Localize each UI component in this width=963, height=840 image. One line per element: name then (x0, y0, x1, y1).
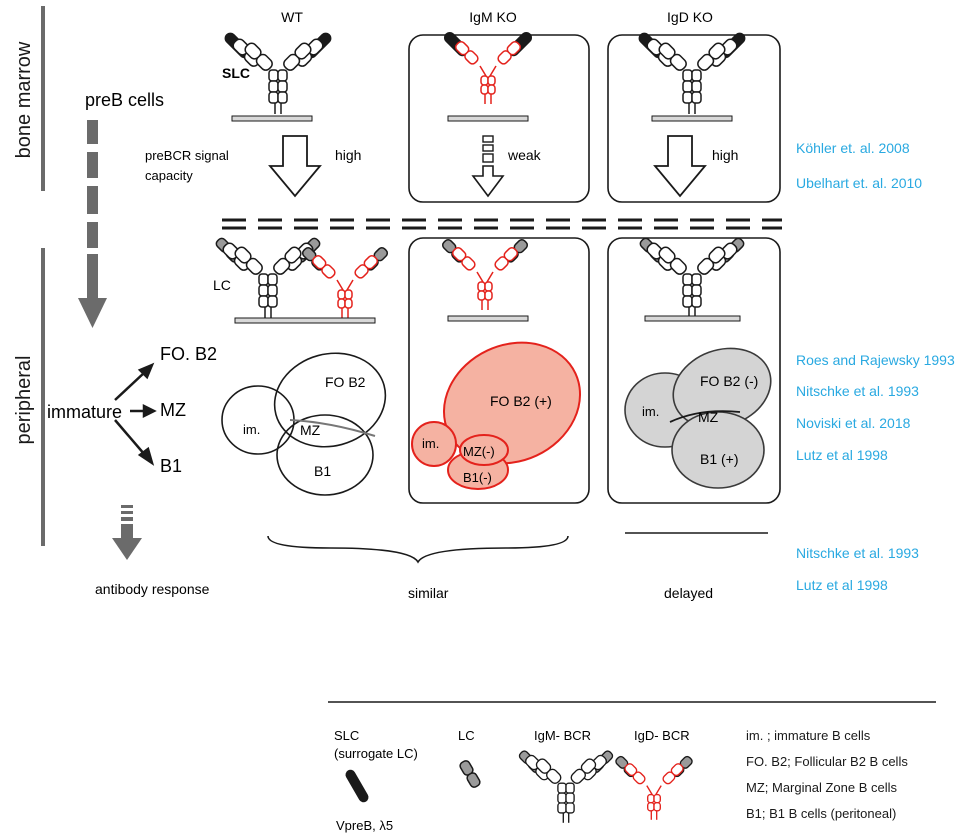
ref-nitschke-1: Nitschke et al. 1993 (796, 383, 919, 399)
igd-fo-label: FO B2 (-) (700, 373, 758, 389)
igm-mz-label: MZ(-) (463, 444, 495, 459)
ref-lutz-1: Lutz et al 1998 (796, 447, 888, 463)
bone-marrow-label: bone marrow (13, 41, 35, 158)
ref-nitschke-2: Nitschke et al. 1993 (796, 545, 919, 561)
wt-mz-label: MZ (300, 422, 321, 438)
ref-lutz-2: Lutz et al 1998 (796, 577, 888, 593)
bone-marrow-bar (41, 6, 45, 191)
preb-cells-label: preB cells (85, 90, 164, 110)
legend-slc-icon (345, 769, 369, 803)
igd-ko-peripheral-membrane (644, 315, 741, 322)
column-header-igd-ko: IgD KO (667, 9, 713, 25)
igm-im-label: im. (422, 436, 439, 451)
lc-label: LC (213, 277, 231, 293)
igm-b1-label: B1(-) (463, 470, 492, 485)
igd-ko-venn (624, 347, 772, 489)
wt-venn (221, 352, 387, 496)
mz-label: MZ (160, 400, 186, 420)
differentiation-arrow (78, 120, 107, 328)
immature-label: immature (47, 402, 122, 422)
wt-signal-arrow (269, 135, 321, 197)
slc-label: SLC (222, 65, 250, 81)
wt-fo-ellipse (273, 352, 387, 448)
column-header-wt: WT (281, 9, 303, 25)
igm-ko-membrane (447, 115, 529, 122)
igm-ko-bcr (440, 237, 530, 311)
references: Köhler et. al. 2008 Ubelhart et. al. 201… (796, 140, 955, 593)
signal-capacity-label-2: capacity (145, 168, 193, 183)
ref-ubelhart: Ubelhart et. al. 2010 (796, 175, 922, 191)
igd-ko-prebcr (636, 30, 748, 115)
wt-im-ellipse (221, 385, 295, 455)
wt-b1-ellipse (276, 414, 374, 496)
peripheral-bar (41, 248, 45, 546)
igm-ko-bone-marrow-box (408, 34, 590, 203)
wt-mz-arc (289, 419, 376, 437)
ref-noviski: Noviski et al. 2018 (796, 415, 911, 431)
wt-igd-bcr (300, 245, 390, 319)
legend-def-fo: FO. B2; Follicular B2 B cells (746, 754, 908, 769)
legend-igm-bcr-icon (517, 748, 615, 824)
wt-peripheral-membrane (234, 317, 376, 324)
legend-definitions: im. ; immature B cells FO. B2; Follicula… (746, 728, 908, 821)
legend-igd-bcr-label: IgD- BCR (634, 728, 690, 743)
igd-im-label: im. (642, 404, 659, 419)
igm-mz-ellipse (459, 434, 509, 466)
igm-ko-prebcr (441, 29, 535, 105)
column-header-igm-ko: IgM KO (469, 9, 517, 25)
similar-brace (267, 535, 569, 564)
igd-mz-label: MZ (698, 409, 719, 425)
legend-slc-components: VpreB, λ5 (336, 818, 393, 833)
bm-periphery-divider (222, 218, 782, 230)
igd-ko-bone-marrow-box (607, 34, 781, 203)
delayed-label: delayed (664, 585, 713, 601)
signal-capacity-label-1: preBCR signal (145, 148, 229, 163)
igd-b1-label: B1 (+) (700, 451, 739, 467)
legend-def-im: im. ; immature B cells (746, 728, 871, 743)
wt-im-label: im. (243, 422, 260, 437)
wt-b1-label: B1 (314, 463, 331, 479)
b1-label: B1 (160, 456, 182, 476)
legend-def-b1: B1; B1 B cells (peritoneal) (746, 806, 896, 821)
igd-ko-membrane (651, 115, 733, 122)
fo-b2-label: FO. B2 (160, 344, 217, 364)
igm-signal-label: weak (507, 147, 542, 163)
antibody-response-arrow (112, 505, 142, 560)
igm-fo-label: FO B2 (+) (490, 393, 552, 409)
igd-mz-arc (669, 410, 741, 423)
ref-kohler: Köhler et. al. 2008 (796, 140, 910, 156)
igm-signal-arrow (471, 135, 505, 198)
legend-slc-label: SLC (334, 728, 359, 743)
legend-igm-bcr-label: IgM- BCR (534, 728, 591, 743)
legend-lc-label: LC (458, 728, 475, 743)
legend-lc-icon (459, 760, 481, 788)
similar-label: similar (408, 585, 449, 601)
antibody-response-label: antibody response (95, 581, 210, 597)
wt-membrane (231, 115, 313, 122)
igm-ko-peripheral-membrane (447, 315, 529, 322)
peripheral-label: peripheral (13, 356, 35, 445)
legend-igd-bcr-icon (613, 754, 695, 821)
igd-signal-label: high (712, 147, 738, 163)
igm-ko-peripheral-box (408, 237, 590, 504)
igm-ko-venn (411, 341, 582, 490)
branch-arrows (114, 362, 157, 466)
legend-slc-sublabel: (surrogate LC) (334, 746, 418, 761)
igd-signal-arrow (654, 135, 706, 197)
legend-def-mz: MZ; Marginal Zone B cells (746, 780, 897, 795)
wt-fo-label: FO B2 (325, 374, 366, 390)
igd-ko-bcr (637, 235, 747, 319)
wt-signal-label: high (335, 147, 361, 163)
igd-ko-peripheral-box (607, 237, 781, 504)
igm-im-ellipse (411, 421, 457, 467)
ref-roes: Roes and Rajewsky 1993 (796, 352, 955, 368)
